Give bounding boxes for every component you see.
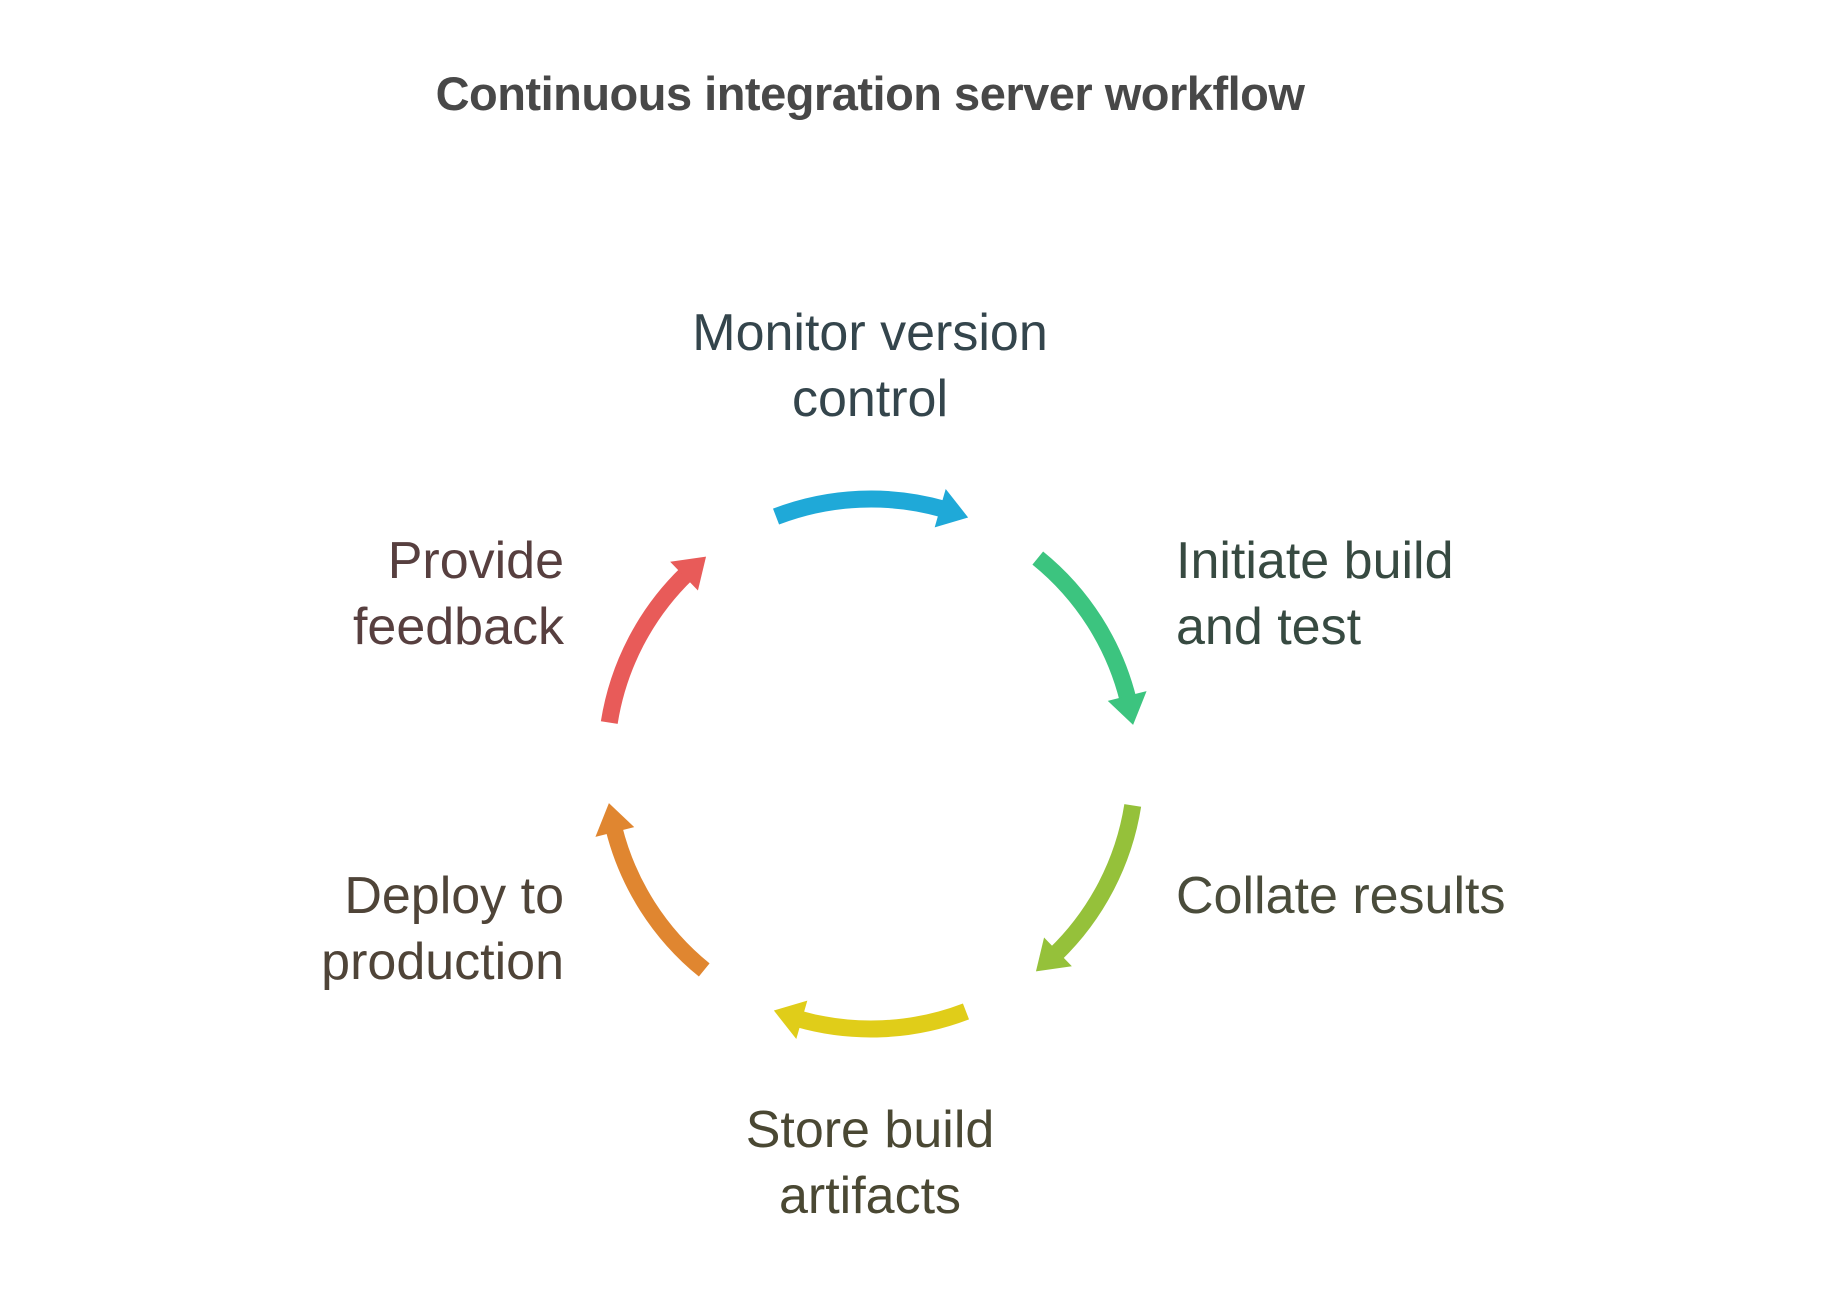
- cycle-arrow-shaft: [1032, 551, 1137, 702]
- step-label-line: Deploy to: [344, 867, 564, 925]
- step-label-store-build-artifacts: Store build artifacts: [640, 1097, 1100, 1229]
- step-label-line: Store build: [745, 1101, 995, 1159]
- step-label-line: feedback: [352, 598, 564, 656]
- step-label-line: and test: [1176, 598, 1362, 656]
- step-label-line: control: [791, 370, 949, 428]
- cycle-arrow-shaft: [600, 567, 693, 724]
- step-label-line: artifacts: [778, 1167, 962, 1225]
- step-label-line: Provide: [387, 532, 564, 590]
- cycle-arrow-shaft: [605, 826, 710, 977]
- step-label-line: production: [321, 933, 564, 991]
- step-label-provide-feedback: Provide feedback: [353, 528, 564, 660]
- step-label-line: Collate results: [1176, 867, 1506, 925]
- step-label-monitor-version-control: Monitor version control: [640, 300, 1100, 432]
- arrow-icon: [934, 488, 969, 528]
- step-label-initiate-build-and-test: Initiate build and test: [1176, 528, 1454, 660]
- step-label-collate-results: Collate results: [1176, 863, 1505, 929]
- step-label-deploy-to-production: Deploy to production: [321, 863, 564, 995]
- step-label-line: Initiate build: [1176, 532, 1454, 590]
- arrow-icon: [1107, 691, 1147, 725]
- diagram-title: Continuous integration server workflow: [435, 67, 1305, 120]
- arrow-icon: [1035, 937, 1072, 972]
- arrow-icon: [773, 1000, 808, 1040]
- arrow-icon: [670, 556, 707, 591]
- arrow-icon: [595, 803, 635, 837]
- cycle-arrow-shaft: [1049, 804, 1142, 961]
- cycle-arrow-shaft: [795, 1003, 970, 1038]
- step-label-line: Monitor version: [692, 304, 1048, 362]
- cycle-arrow-shaft: [772, 490, 947, 525]
